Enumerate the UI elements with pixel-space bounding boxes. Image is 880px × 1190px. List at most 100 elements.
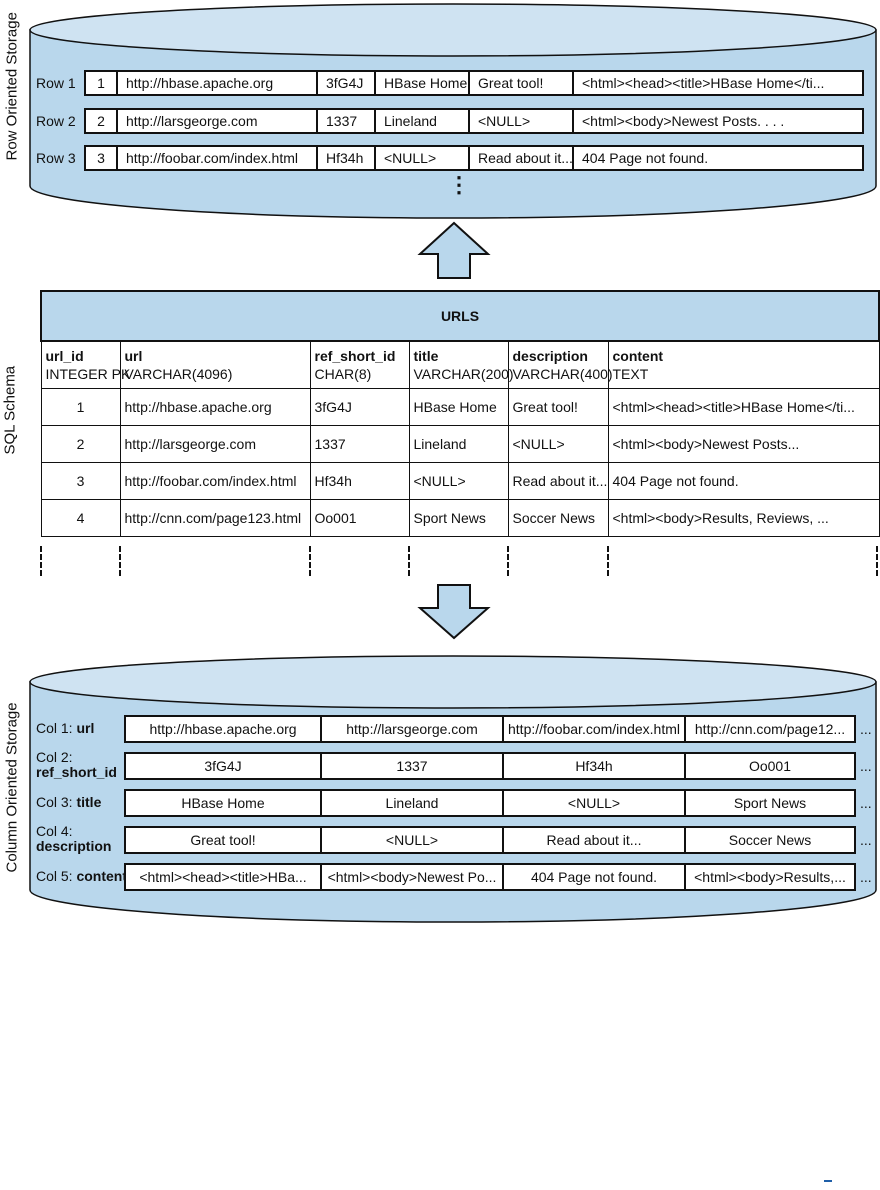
row-ellipsis: ⋮ (448, 172, 470, 197)
table-cell: HBase Home (408, 388, 509, 426)
row-label: Row 2 (36, 113, 76, 129)
column-cell: Oo001 (684, 752, 856, 780)
row-cell-title: <NULL> (374, 145, 470, 171)
column-name: url (124, 348, 143, 364)
row-storage-row-1: Row 1 1 http://hbase.apache.org 3fG4J HB… (0, 70, 877, 96)
column-cell: Lineland (320, 789, 504, 817)
table-cell: 3 (40, 462, 121, 500)
table-row: 2 http://larsgeorge.com 1337 Lineland <N… (40, 425, 880, 463)
row-cell-id: 1 (84, 70, 118, 96)
table-cell: http://hbase.apache.org (119, 388, 311, 426)
row-cell-ref-short-id: 3fG4J (316, 70, 376, 96)
column-type: CHAR(8) (314, 366, 372, 382)
row-cell-description: Great tool! (468, 70, 574, 96)
table-cell: <NULL> (408, 462, 509, 500)
row-cell-url: http://foobar.com/index.html (116, 145, 318, 171)
column-cell: http://larsgeorge.com (320, 715, 504, 743)
table-cell: 1337 (309, 425, 410, 463)
row-cell-content: <html><body>Newest Posts. . . . (572, 108, 864, 134)
column-storage-col-5: Col 5: content <html><head><title>HBa...… (0, 863, 877, 891)
column-storage-col-4: Col 4: description Great tool! <NULL> Re… (0, 823, 877, 854)
column-type: VARCHAR(200) (413, 366, 514, 382)
table-cell: Oo001 (309, 499, 410, 537)
column-name: ref_short_id (314, 348, 396, 364)
table-cell: http://larsgeorge.com (119, 425, 311, 463)
table-row: 1 http://hbase.apache.org 3fG4J HBase Ho… (40, 388, 880, 426)
table-cell: <html><head><title>HBase Home</ti... (607, 388, 880, 426)
column-cell: Hf34h (502, 752, 686, 780)
more-indicator: ... (860, 758, 872, 774)
row-cell-id: 2 (84, 108, 118, 134)
row-cell-content: <html><head><title>HBase Home</ti... (572, 70, 864, 96)
column-name: url_id (45, 348, 84, 364)
column-storage-col-3: Col 3: title HBase Home Lineland <NULL> … (0, 789, 877, 817)
column-label: Col 5: content (36, 868, 128, 884)
more-indicator: ... (860, 795, 872, 811)
row-cell-title: Lineland (374, 108, 470, 134)
table-cell: 4 (40, 499, 121, 537)
table-cell: Read about it... (507, 462, 609, 500)
column-cell: <html><head><title>HBa... (124, 863, 322, 891)
table-cell: <html><body>Newest Posts... (607, 425, 880, 463)
table-cell: http://cnn.com/page123.html (119, 499, 311, 537)
more-indicator: ... (860, 832, 872, 848)
more-indicator: ... (860, 721, 872, 737)
table-cell: Sport News (408, 499, 509, 537)
continuation-line (40, 546, 42, 576)
column-cell: <html><body>Newest Po... (320, 863, 504, 891)
table-cell: http://foobar.com/index.html (119, 462, 311, 500)
column-label: Col 4: description (36, 823, 112, 854)
table-cell: 404 Page not found. (607, 462, 880, 500)
table-cell: Great tool! (507, 388, 609, 426)
column-type: TEXT (612, 366, 649, 382)
continuation-line (119, 546, 121, 576)
row-cell-ref-short-id: Hf34h (316, 145, 376, 171)
column-storage-col-1: Col 1: url http://hbase.apache.org http:… (0, 715, 877, 743)
row-storage-label: Row Oriented Storage (3, 12, 21, 161)
row-cell-content: 404 Page not found. (572, 145, 864, 171)
column-cell: Read about it... (502, 826, 686, 854)
continuation-line (507, 546, 509, 576)
table-cell: Lineland (408, 425, 509, 463)
table-cell: 2 (40, 425, 121, 463)
row-cell-description: Read about it... (468, 145, 574, 171)
row-cell-url: http://hbase.apache.org (116, 70, 318, 96)
column-storage-col-2: Col 2: ref_short_id 3fG4J 1337 Hf34h Oo0… (0, 749, 877, 780)
row-cell-url: http://larsgeorge.com (116, 108, 318, 134)
table-cell: 3fG4J (309, 388, 410, 426)
row-cell-title: HBase Home (374, 70, 470, 96)
column-label: Col 2: ref_short_id (36, 749, 117, 780)
column-cell: Sport News (684, 789, 856, 817)
continuation-line (607, 546, 609, 576)
column-name: content (612, 348, 664, 364)
column-label: Col 1: url (36, 720, 95, 736)
sql-schema-label: SQL Schema (1, 365, 19, 455)
column-cell: http://foobar.com/index.html (502, 715, 686, 743)
arrow-up-icon (417, 221, 491, 279)
row-cell-ref-short-id: 1337 (316, 108, 376, 134)
column-cell: 404 Page not found. (502, 863, 686, 891)
column-cell: HBase Home (124, 789, 322, 817)
column-name: title (413, 348, 439, 364)
column-label: Col 3: title (36, 794, 102, 810)
table-cell: <html><body>Results, Reviews, ... (607, 499, 880, 537)
continuation-line (309, 546, 311, 576)
footer-link-mark[interactable] (824, 1180, 832, 1182)
more-indicator: ... (860, 869, 872, 885)
column-cell: <NULL> (502, 789, 686, 817)
column-name: description (512, 348, 588, 364)
table-cell: Soccer News (507, 499, 609, 537)
column-cell: http://cnn.com/page12... (684, 715, 856, 743)
table-row: 3 http://foobar.com/index.html Hf34h <NU… (40, 462, 880, 500)
arrow-down-icon (417, 584, 491, 640)
table-cell: Hf34h (309, 462, 410, 500)
row-storage-row-2: Row 2 2 http://larsgeorge.com 1337 Linel… (0, 108, 877, 134)
